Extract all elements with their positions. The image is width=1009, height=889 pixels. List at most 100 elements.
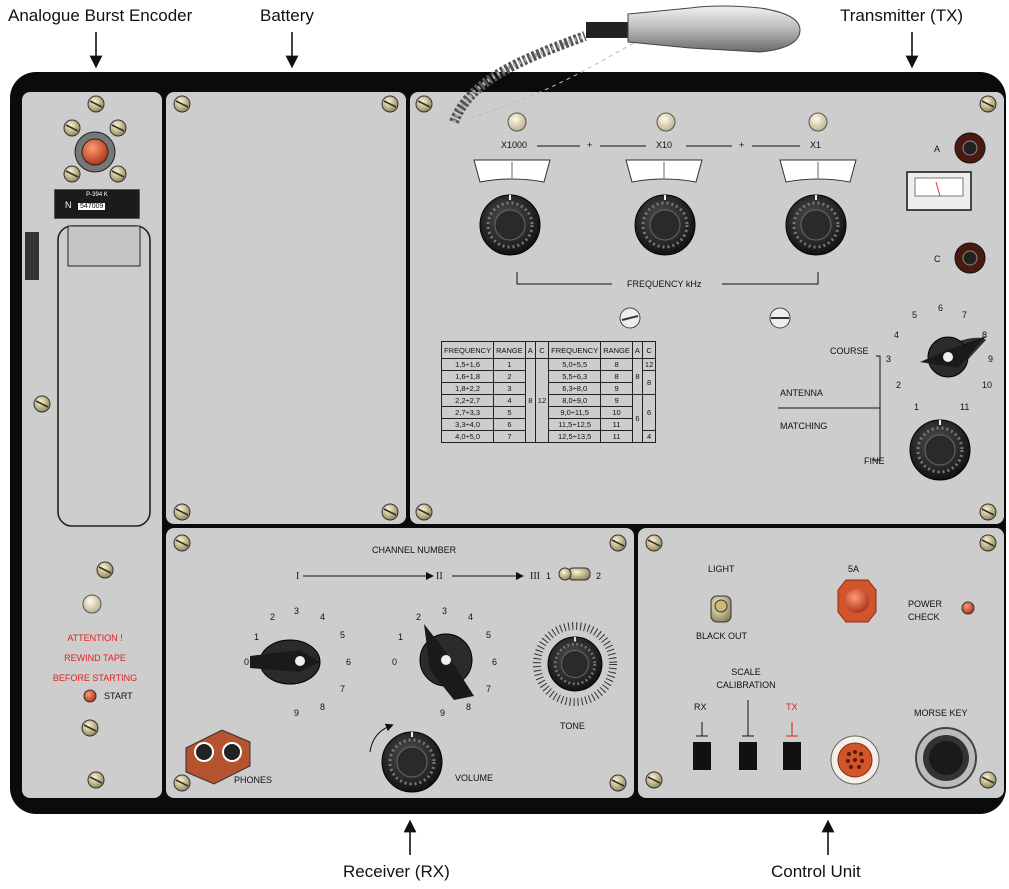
channel-roman-2: II [436, 571, 443, 582]
table-row: 1,8÷2,2 3 6,3÷8,0 9 [440, 382, 656, 395]
channel-roman-1: I [296, 571, 300, 582]
table-cell: 10 [600, 406, 633, 419]
mult-x1: X1 [810, 140, 822, 150]
left-channel-selector[interactable] [248, 638, 328, 686]
th-c-2: C [641, 341, 657, 359]
power-check-button[interactable] [960, 600, 976, 616]
plate-serial: 547009 [78, 203, 106, 210]
table-cell: 8 [600, 370, 633, 383]
table-cell: 12,5÷13,5 [548, 430, 602, 443]
tx-calibration-switch[interactable] [782, 740, 802, 772]
tone-knob[interactable] [545, 634, 605, 694]
channel-toggle-switch[interactable] [560, 564, 594, 584]
morse-key-socket[interactable] [916, 728, 976, 788]
phones-jack[interactable] [186, 730, 250, 784]
table-cell: 11 [600, 418, 633, 431]
right-dial-9: 9 [440, 708, 446, 718]
morse-key-label: MORSE KEY [914, 708, 968, 718]
fine-label: FINE [864, 456, 885, 466]
scale-calibration-label: SCALE CALIBRATION [710, 666, 782, 692]
course-dial-1: 1 [914, 402, 920, 412]
table-cell: 4 [641, 430, 657, 443]
table-cell: 12 [641, 358, 657, 371]
scale-cal-line-2: CALIBRATION [716, 680, 776, 690]
table-cell: 4,0÷5,0 [440, 430, 495, 443]
plate-model: P-394 K [86, 192, 108, 198]
knob-x10[interactable] [635, 195, 695, 255]
switch-label-1: 1 [546, 571, 552, 581]
table-cell: 1 [493, 358, 526, 371]
attention-line-2: REWIND TAPE [64, 653, 126, 663]
meter-a-label: A [934, 144, 941, 154]
table-cell: 5,5÷6,3 [548, 370, 602, 383]
plus-2: + [739, 140, 745, 150]
table-cell: 7 [493, 430, 526, 443]
start-button[interactable] [82, 688, 100, 706]
tx-calibration-label: TX [786, 702, 798, 712]
knob-x1[interactable] [786, 195, 846, 255]
left-dial-7: 7 [340, 684, 346, 694]
light-toggle-switch[interactable] [708, 594, 734, 624]
table-row: 2,7÷3,3 5 9,0÷11,5 10 [440, 406, 656, 419]
scale-calibration-switch[interactable] [738, 740, 758, 772]
table-cell: 1,6÷1,8 [440, 370, 495, 383]
table-row: 1,5÷1,6 1 8 12 5,0÷5,5 8 8 12 [440, 358, 657, 443]
th-c: C [534, 341, 550, 359]
table-cell: 9 [600, 394, 633, 407]
callout-transmitter: Transmitter (TX) [840, 6, 964, 25]
frequency-khz-label: FREQUENCY kHz [624, 279, 705, 289]
mult-x10: X10 [656, 140, 673, 150]
table-cell: 2 [493, 370, 526, 383]
right-dial-1: 1 [398, 632, 404, 642]
frequency-table: FREQUENCY RANGE A C FREQUENCY RANGE A C … [440, 341, 657, 443]
rx-calibration-label: RX [694, 702, 707, 712]
table-cell: 6 [631, 394, 643, 443]
battery-screws [173, 95, 399, 521]
power-check-line-1: POWER [908, 599, 943, 609]
table-cell: 4 [493, 394, 526, 407]
table-cell: 11,5÷12,5 [548, 418, 602, 431]
right-dial-2: 2 [416, 612, 422, 622]
right-dial-7: 7 [486, 684, 492, 694]
table-header-row: FREQUENCY RANGE A C FREQUENCY RANGE A C [440, 341, 657, 359]
table-cell: 8 [631, 358, 643, 395]
volume-knob[interactable] [382, 732, 442, 792]
th-frequency: FREQUENCY [440, 341, 495, 359]
right-dial-4: 4 [468, 612, 474, 622]
course-selector[interactable] [922, 332, 982, 382]
plate-n: N [65, 200, 72, 210]
table-row: 1,6÷1,8 2 5,5÷6,3 8 8 [440, 370, 657, 395]
course-dial-11: 11 [960, 402, 970, 412]
channel-roman-3: III [530, 571, 540, 582]
power-check-line-2: CHECK [908, 612, 940, 622]
left-dial-9: 9 [294, 708, 300, 718]
power-check-label: POWER CHECK [908, 598, 942, 624]
right-channel-selector[interactable] [418, 622, 478, 702]
microphone [449, 5, 801, 124]
right-dial-6: 6 [492, 657, 498, 667]
table-cell: 12 [534, 358, 550, 443]
attention-line-3: BEFORE STARTING [52, 673, 138, 683]
fuse-holder[interactable] [836, 578, 878, 624]
table-cell: 8 [524, 358, 536, 443]
plus-1: + [587, 140, 593, 150]
control-hardware [645, 534, 997, 789]
fine-knob[interactable] [910, 420, 970, 480]
table-cell: 9,0÷11,5 [548, 406, 602, 419]
table-cell: 1,5÷1,6 [440, 358, 495, 371]
th-range-2: RANGE [600, 341, 633, 359]
right-dial-3: 3 [442, 606, 448, 616]
knob-x1000[interactable] [480, 195, 540, 255]
table-cell: 5,0÷5,5 [548, 358, 602, 371]
left-dial-4: 4 [320, 612, 326, 622]
callout-encoder: Analogue Burst Encoder [8, 6, 193, 25]
mult-x1000: X1000 [501, 140, 528, 150]
multipin-connector[interactable] [830, 735, 880, 785]
table-cell: 1,8÷2,2 [440, 382, 495, 395]
left-dial-5: 5 [340, 630, 346, 640]
rx-calibration-switch[interactable] [692, 740, 712, 772]
course-dial-6: 6 [938, 303, 944, 313]
antenna-label: ANTENNA [780, 388, 824, 398]
